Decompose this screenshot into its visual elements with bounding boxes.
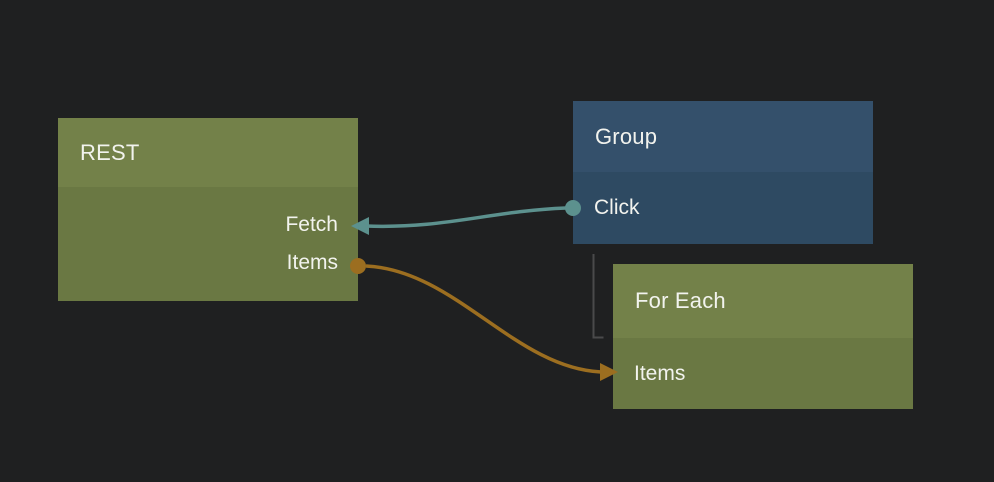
- node-rest-header[interactable]: REST: [58, 118, 358, 187]
- port-for-each-items[interactable]: Items: [613, 355, 913, 393]
- port-rest-items[interactable]: Items: [58, 244, 358, 282]
- node-rest-body: Fetch Items: [58, 187, 358, 301]
- port-rest-fetch-label: Fetch: [285, 213, 338, 236]
- frame-link-group-to-for-each: [592, 254, 604, 339]
- port-group-click[interactable]: Click: [573, 189, 873, 227]
- port-dot-click[interactable]: [565, 200, 581, 216]
- node-for-each[interactable]: For Each Items: [613, 264, 913, 409]
- node-rest-title: REST: [80, 139, 140, 165]
- node-for-each-title: For Each: [635, 288, 726, 313]
- port-dot-items[interactable]: [350, 258, 366, 274]
- connection-click-to-fetch[interactable]: [365, 206, 567, 229]
- port-group-click-label: Click: [594, 196, 640, 219]
- node-rest[interactable]: REST Fetch Items: [58, 118, 358, 301]
- node-group[interactable]: Group Click: [573, 101, 873, 244]
- node-group-header[interactable]: Group: [573, 101, 873, 172]
- port-for-each-items-label: Items: [634, 361, 686, 385]
- port-rest-items-label: Items: [286, 251, 338, 274]
- node-for-each-header[interactable]: For Each: [613, 264, 913, 338]
- node-for-each-body: Items: [613, 338, 913, 409]
- port-rest-fetch[interactable]: Fetch: [58, 206, 358, 244]
- node-group-body: Click: [573, 172, 873, 244]
- connection-items-to-items[interactable]: [365, 264, 602, 374]
- node-group-title: Group: [595, 123, 658, 149]
